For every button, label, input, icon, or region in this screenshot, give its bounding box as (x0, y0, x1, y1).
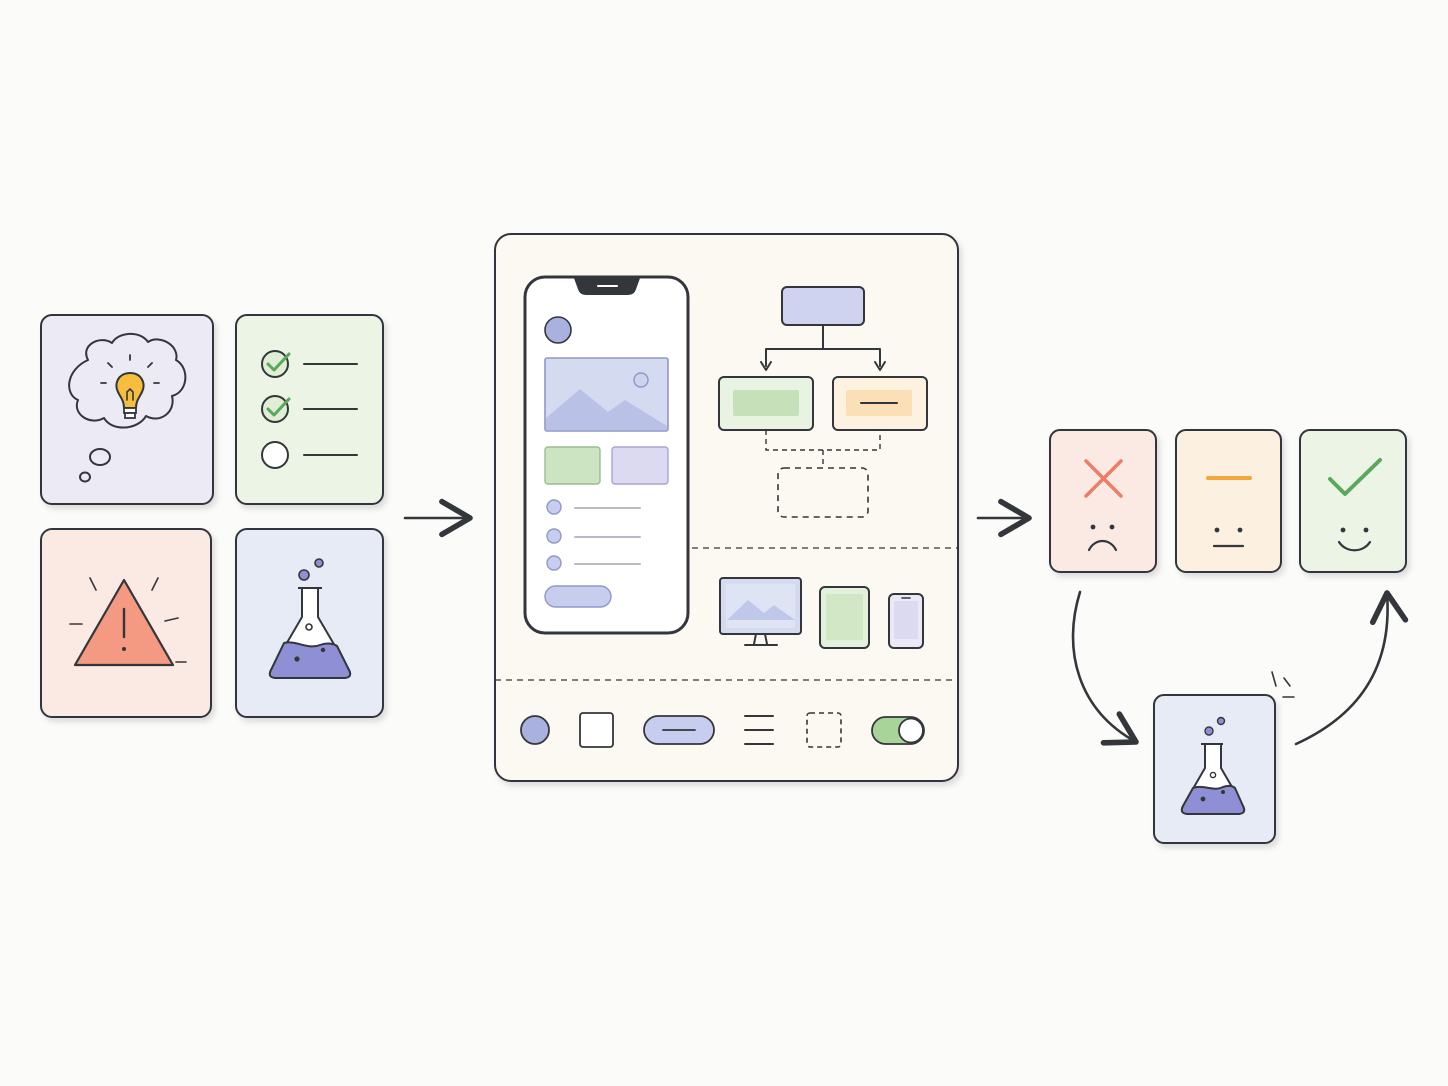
flowchart (718, 286, 928, 518)
checklist-card (235, 314, 384, 505)
button-pill (643, 715, 715, 745)
happy-face-icon (1337, 527, 1372, 552)
loop-arrow-down (1071, 590, 1139, 746)
avatar (544, 316, 572, 344)
ui-components (520, 712, 925, 748)
checklist-icon (261, 350, 358, 469)
checkmark-icon (1328, 458, 1382, 496)
outcome-cards (1049, 429, 1409, 844)
menu-lines-icon (744, 715, 774, 745)
square-shape (579, 712, 614, 748)
mobile-wireframe (523, 275, 690, 635)
design-board (494, 233, 959, 782)
flask-icon (1180, 716, 1246, 815)
primary-button-pill (544, 585, 612, 608)
idea-card (40, 314, 214, 505)
risk-card (40, 528, 212, 718)
negative-outcome-card (1049, 429, 1157, 573)
loop-arrow-up (1294, 590, 1409, 746)
experiment-card (235, 528, 384, 718)
circle-shape (520, 715, 550, 745)
neutral-outcome-card (1175, 429, 1282, 573)
desktop-monitor-icon (719, 577, 802, 646)
green-tile (544, 446, 601, 485)
positive-outcome-card (1299, 429, 1407, 573)
tablet-icon (819, 586, 870, 649)
toggle-switch (871, 716, 925, 745)
x-mark-icon (1084, 459, 1123, 498)
image-placeholder (544, 357, 669, 432)
phone-icon (888, 593, 924, 649)
lilac-tile (611, 446, 669, 485)
iteration-experiment-card (1153, 671, 1295, 844)
input-cards (40, 314, 384, 718)
dashed-placeholder (806, 712, 842, 748)
lightbulb-thought-icon (68, 332, 187, 483)
flask-icon (268, 558, 352, 679)
sparkle-lines (1271, 671, 1295, 698)
list-rows (546, 499, 641, 571)
sad-face-icon (1087, 524, 1118, 552)
devices (719, 577, 924, 649)
warning-triangle-icon (69, 577, 187, 667)
neutral-face-icon (1212, 527, 1245, 548)
